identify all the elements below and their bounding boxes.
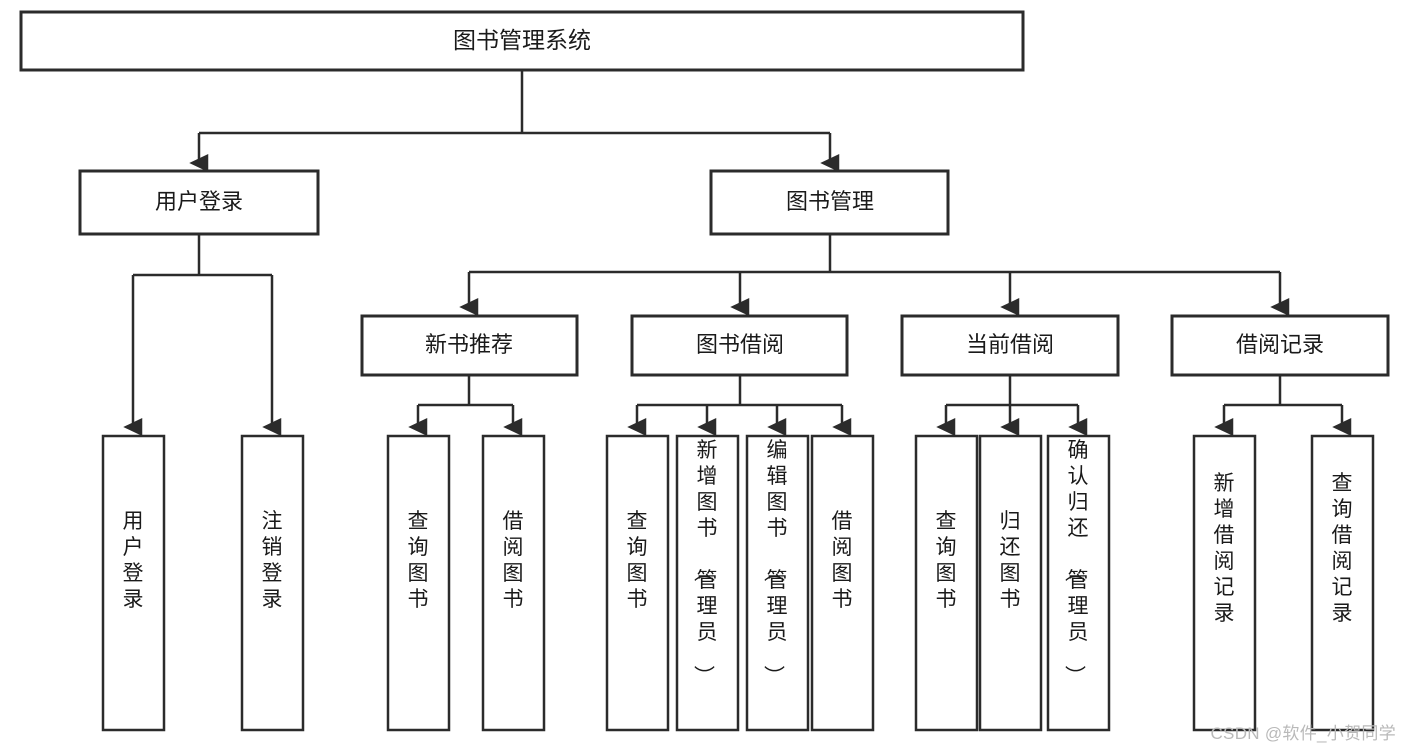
node-user-login[interactable]: 用户登录 <box>78 169 320 236</box>
leaf-query-book-2-label: 查询图书 <box>627 510 648 611</box>
leaf-query-book-1-label: 查询图书 <box>408 510 429 611</box>
node-borrow-record-box[interactable] <box>1170 314 1390 377</box>
leaf-user-login[interactable]: 用户登录 <box>101 434 166 732</box>
node-book-manage[interactable]: 图书管理 <box>709 169 950 236</box>
leaf-edit-book-label: 编辑图书（管理员） <box>762 439 788 686</box>
node-root-box[interactable] <box>19 10 1025 72</box>
node-new-book-recommend-label: 新书推荐 <box>425 332 513 357</box>
leaf-confirm-return[interactable]: 确认归还（管理员） <box>1046 434 1111 732</box>
node-new-book-recommend-box[interactable] <box>360 314 579 377</box>
leaf-borrow-book-2-box[interactable] <box>810 434 875 732</box>
leaf-query-book-3-box[interactable] <box>914 434 979 732</box>
leaf-edit-book[interactable]: 编辑图书（管理员） <box>745 434 810 732</box>
leaf-query-book-2-box[interactable] <box>605 434 670 732</box>
leaf-query-book-1-box[interactable] <box>386 434 451 732</box>
node-user-login-label: 用户登录 <box>155 189 243 214</box>
leaf-user-login-box[interactable] <box>101 434 166 732</box>
leaf-return-book[interactable]: 归还图书 <box>978 434 1043 732</box>
leaf-borrow-book-1[interactable]: 借阅图书 <box>481 434 546 732</box>
leaf-logout[interactable]: 注销登录 <box>240 434 305 732</box>
leaf-query-record-label: 查询借阅记录 <box>1332 472 1353 625</box>
node-book-manage-label: 图书管理 <box>786 189 874 214</box>
leaf-edit-book-box[interactable] <box>745 434 810 732</box>
leaf-add-record-label: 新增借阅记录 <box>1214 472 1235 625</box>
node-book-borrow-box[interactable] <box>630 314 849 377</box>
leaf-query-book-3-label: 查询图书 <box>936 510 957 611</box>
node-current-borrow-label: 当前借阅 <box>966 332 1054 357</box>
leaf-borrow-book-1-label: 借阅图书 <box>503 510 524 611</box>
node-root-label: 图书管理系统 <box>453 27 591 53</box>
leaf-confirm-return-label: 确认归还（管理员） <box>1063 439 1089 686</box>
leaf-add-book[interactable]: 新增图书（管理员） <box>675 434 740 732</box>
node-current-borrow-box[interactable] <box>900 314 1120 377</box>
edge-group <box>123 70 1352 437</box>
leaf-borrow-book-2-label: 借阅图书 <box>832 510 853 611</box>
node-borrow-record[interactable]: 借阅记录 <box>1170 314 1390 377</box>
leaf-query-book-3[interactable]: 查询图书 <box>914 434 979 732</box>
leaf-return-book-label: 归还图书 <box>1000 510 1021 611</box>
leaf-add-record-box[interactable] <box>1192 434 1257 732</box>
node-root[interactable]: 图书管理系统 <box>19 10 1025 72</box>
leaf-add-book-box[interactable] <box>675 434 740 732</box>
leaf-query-book-1[interactable]: 查询图书 <box>386 434 451 732</box>
leaf-confirm-return-box[interactable] <box>1046 434 1111 732</box>
leaf-borrow-book-2[interactable]: 借阅图书 <box>810 434 875 732</box>
leaf-user-login-label: 用户登录 <box>123 510 144 611</box>
leaf-add-book-label: 新增图书（管理员） <box>692 439 718 686</box>
leaf-query-book-2[interactable]: 查询图书 <box>605 434 670 732</box>
node-book-borrow-label: 图书借阅 <box>696 332 784 357</box>
node-user-login-box[interactable] <box>78 169 320 236</box>
node-borrow-record-label: 借阅记录 <box>1236 332 1324 357</box>
node-new-book-recommend[interactable]: 新书推荐 <box>360 314 579 377</box>
leaf-logout-label: 注销登录 <box>262 510 283 611</box>
leaf-logout-box[interactable] <box>240 434 305 732</box>
node-current-borrow[interactable]: 当前借阅 <box>900 314 1120 377</box>
node-book-borrow[interactable]: 图书借阅 <box>630 314 849 377</box>
leaf-add-record[interactable]: 新增借阅记录 <box>1192 434 1257 732</box>
node-book-manage-box[interactable] <box>709 169 950 236</box>
leaf-query-record[interactable]: 查询借阅记录 <box>1310 434 1375 732</box>
leaf-borrow-book-1-box[interactable] <box>481 434 546 732</box>
leaf-return-book-box[interactable] <box>978 434 1043 732</box>
leaf-query-record-box[interactable] <box>1310 434 1375 732</box>
